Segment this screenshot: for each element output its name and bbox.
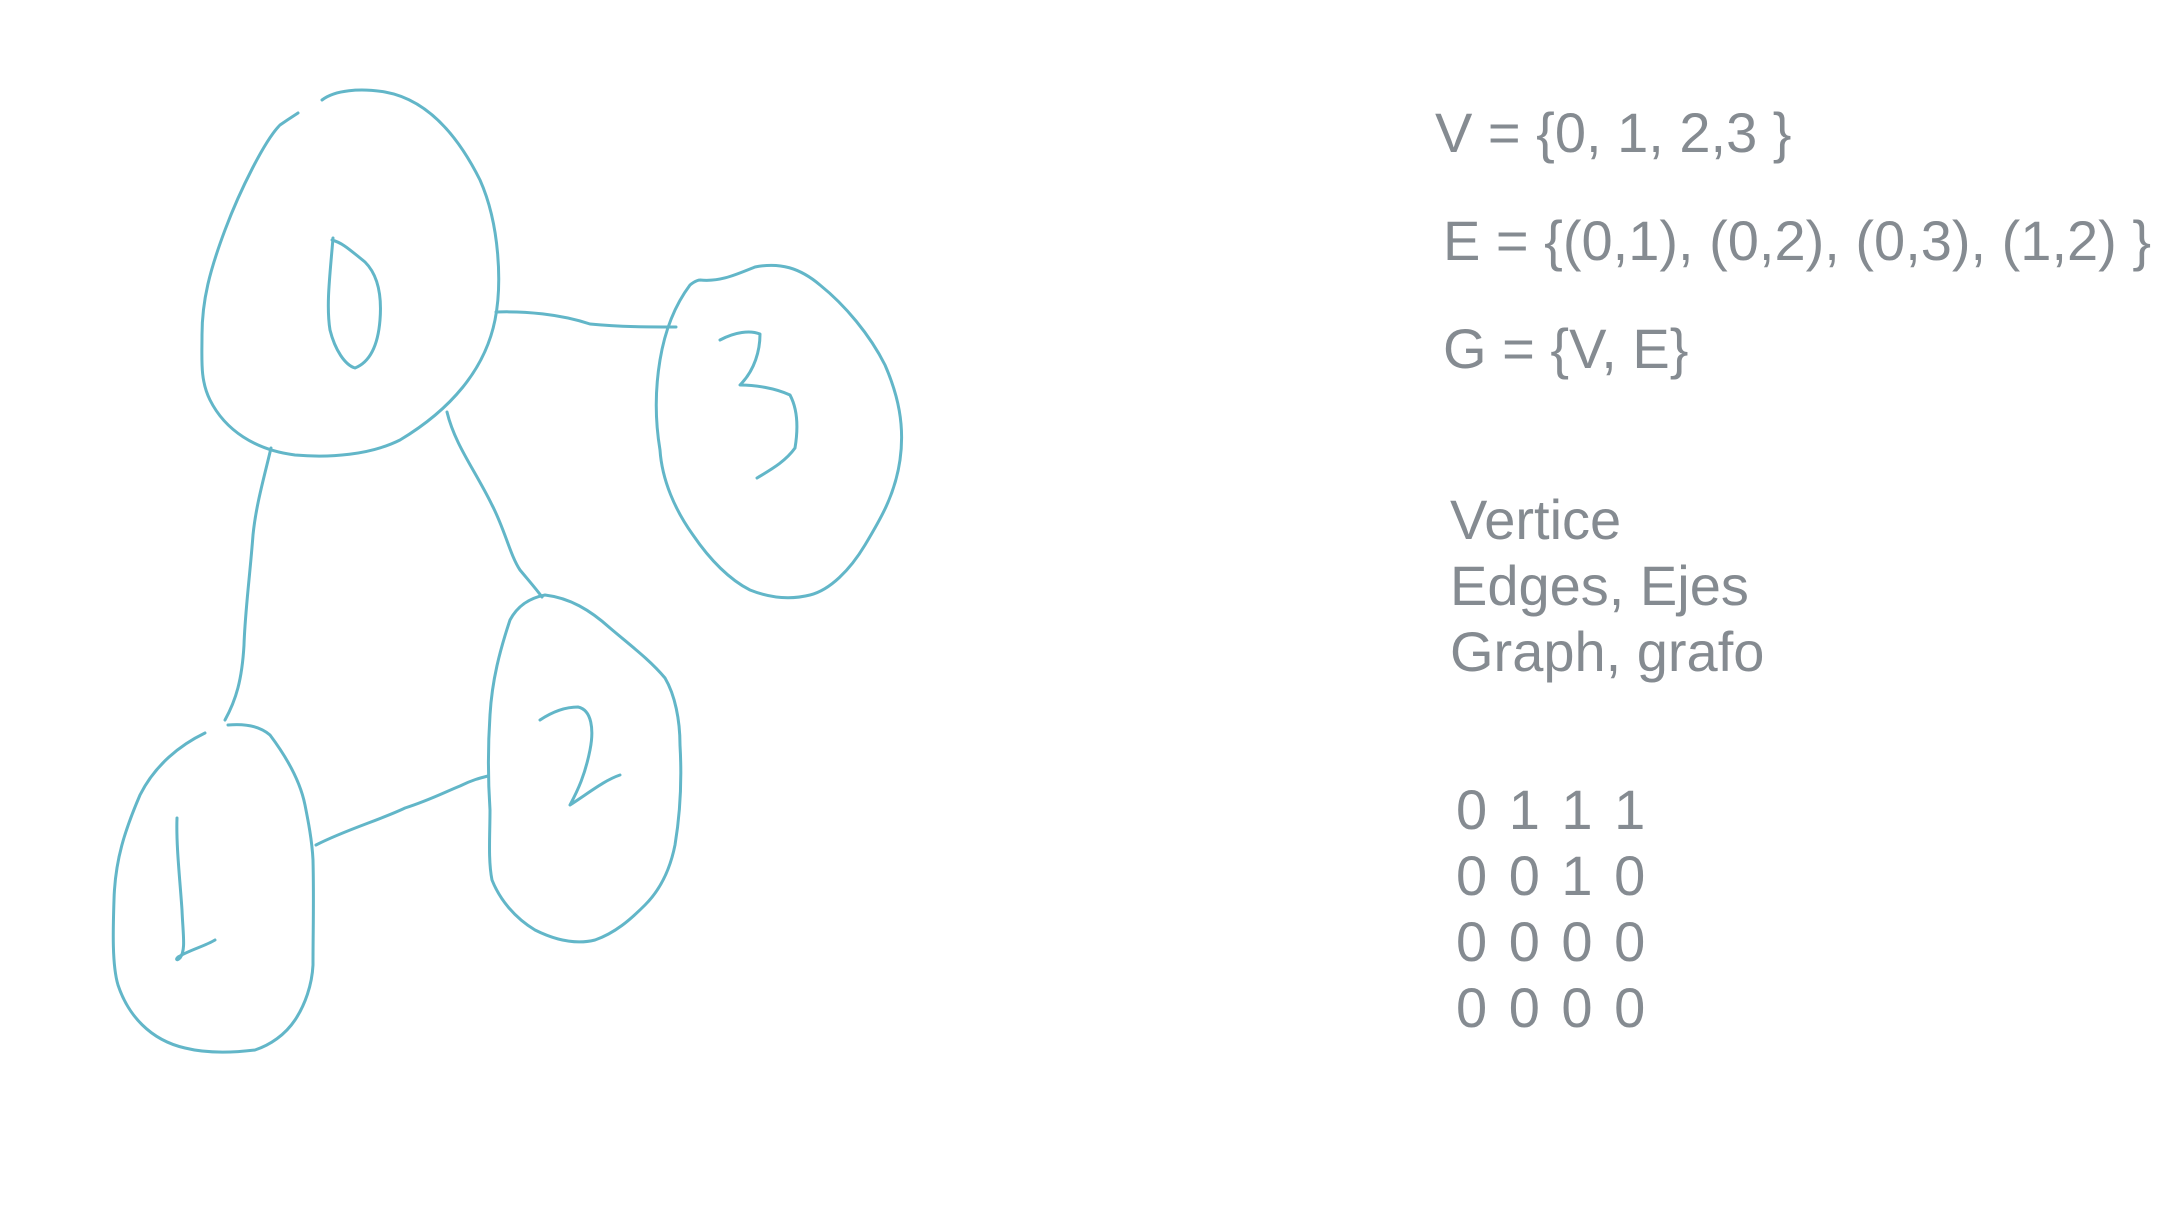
edge-1-2 xyxy=(314,774,490,847)
node-0-circle xyxy=(200,88,501,458)
vertex-set-text: V = {0, 1, 2,3 } xyxy=(1435,101,1792,164)
node-2-label xyxy=(538,705,622,807)
node-3-circle xyxy=(654,263,904,600)
edge-0-1 xyxy=(223,446,273,722)
edge-0-2 xyxy=(445,410,544,599)
edge-set-text: E = {(0,1), (0,2), (0,3), (1,2) } xyxy=(1443,209,2152,272)
node-2-circle xyxy=(487,593,683,944)
matrix-row: 0 0 0 0 xyxy=(1456,910,1646,973)
term-graph: Graph, grafo xyxy=(1450,620,1765,683)
terms-list: Vertice Edges, Ejes Graph, grafo xyxy=(1450,487,1764,685)
node-1-label xyxy=(175,816,217,962)
node-1-circle xyxy=(111,723,315,1054)
matrix-row: 0 1 1 1 xyxy=(1456,778,1646,841)
matrix-row: 0 0 0 0 xyxy=(1456,976,1646,1039)
adjacency-matrix: 0 1 1 1 0 0 1 0 0 0 0 0 0 0 0 0 xyxy=(1456,777,1645,1041)
node-3-label xyxy=(718,330,799,480)
edge-0-3 xyxy=(494,310,678,329)
node-0-label xyxy=(326,236,382,370)
term-vertex: Vertice xyxy=(1450,488,1622,551)
graph-definition-text: G = {V, E} xyxy=(1443,317,1689,380)
term-edges: Edges, Ejes xyxy=(1450,554,1749,617)
matrix-row: 0 0 1 0 xyxy=(1456,844,1646,907)
